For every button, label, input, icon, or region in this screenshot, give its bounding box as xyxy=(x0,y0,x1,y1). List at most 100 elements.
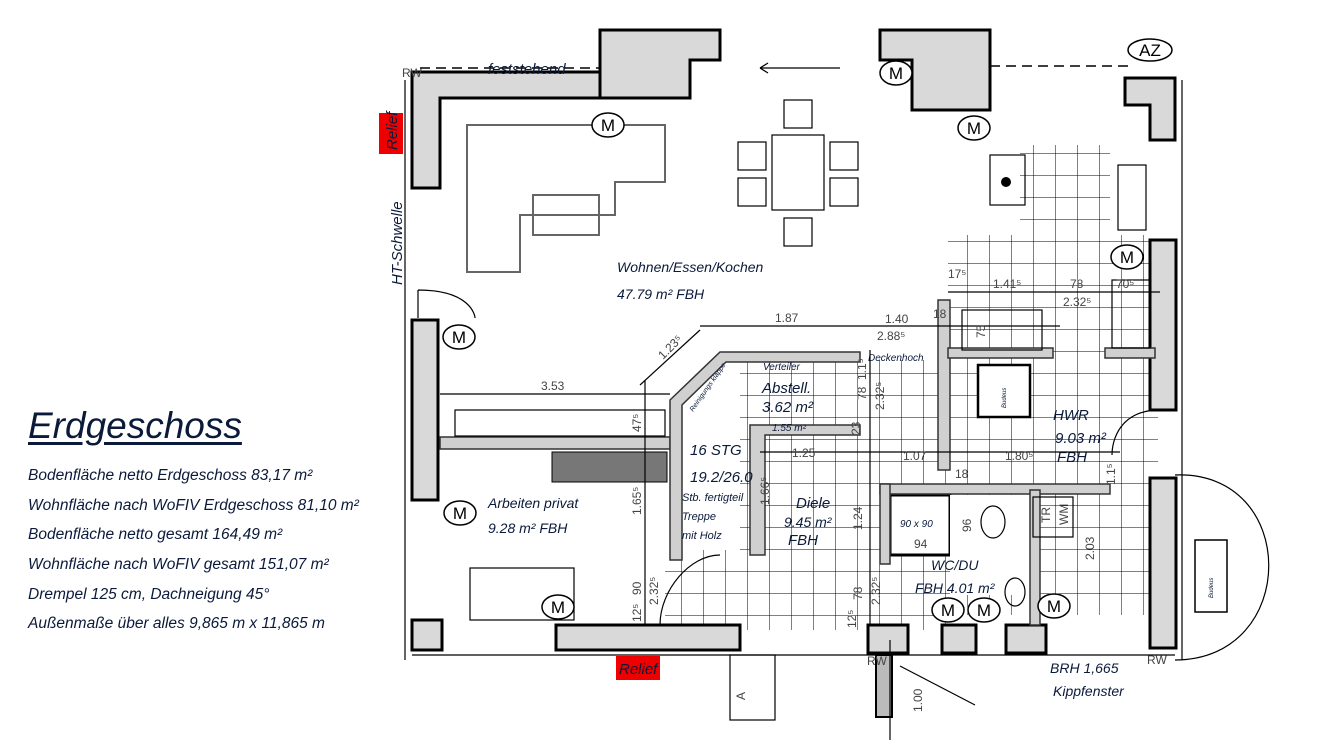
m-marker: M xyxy=(591,112,625,138)
tr-label: TR xyxy=(1039,507,1053,523)
interior-walls xyxy=(439,299,1156,626)
svg-text:M: M xyxy=(1120,248,1134,267)
relief-marker xyxy=(616,656,660,680)
room-subarea: 1.55 m² xyxy=(772,423,807,434)
deckenhoch-label: Deckenhoch xyxy=(868,353,924,364)
dim-label: 2.32⁵ xyxy=(647,577,661,605)
dim-label: 1.80⁵ xyxy=(1005,449,1033,463)
room-area: 3.62 m² xyxy=(762,399,814,416)
washer-box xyxy=(1032,496,1074,538)
dim-label: 1.07 xyxy=(903,449,927,463)
feststehend-label: feststehend xyxy=(488,61,566,78)
stair-steps: 16 STG xyxy=(690,442,742,459)
ht-schwelle-label: HT-Schwelle xyxy=(389,201,406,285)
dim-label: 70⁵ xyxy=(1116,277,1134,291)
dim-label: 78 xyxy=(855,386,869,400)
dim-label: 12⁵ xyxy=(845,610,859,628)
m-marker: M xyxy=(957,115,991,141)
dim-label: 1.1⁵ xyxy=(855,358,869,380)
shower-size: 90 x 90 xyxy=(900,519,933,530)
svg-text:M: M xyxy=(551,598,565,617)
m-marker: M xyxy=(879,60,913,86)
m-marker: M xyxy=(1110,244,1144,270)
stair-note: Stb. fertigteil xyxy=(682,492,744,504)
dim-label: 23 xyxy=(849,421,863,435)
rw-label: RW xyxy=(402,66,422,80)
legend-line: Drempel 125 cm, Dachneigung 45° xyxy=(28,585,270,603)
legend-line: Bodenfläche netto Erdgeschoss 83,17 m² xyxy=(28,467,313,484)
outdoor-unit xyxy=(1194,539,1228,613)
dim-label: 78 xyxy=(851,586,865,600)
room-area: FBH 4.01 m² xyxy=(915,580,996,596)
stair-ratio: 19.2/26.0 xyxy=(690,469,753,486)
svg-text:M: M xyxy=(967,119,981,138)
dim-label: 47⁵ xyxy=(630,414,644,432)
furniture xyxy=(417,62,1161,721)
room-area: 47.79 m² FBH xyxy=(617,286,705,302)
dim-label: 78 xyxy=(1070,277,1084,291)
budeus-label: Budeus xyxy=(1209,578,1215,598)
room-name: Diele xyxy=(796,495,830,512)
m-marker: M xyxy=(442,324,476,350)
rw-label: RW xyxy=(867,654,887,668)
room-name: Arbeiten privat xyxy=(487,495,579,511)
dim-label: 3.53 xyxy=(541,379,565,393)
m-markers: M M M M M M M M M M AZ xyxy=(442,38,1173,623)
tiled-floor xyxy=(665,145,1228,630)
rw-label: RW xyxy=(1147,653,1167,667)
relief-label: Relief xyxy=(619,661,659,678)
dim-label: 1.40 xyxy=(885,312,909,326)
dim-label: 1.1⁵ xyxy=(1104,463,1118,485)
brh-label: BRH 1,665 xyxy=(1050,660,1119,676)
dim-label: 17⁵ xyxy=(948,267,966,281)
svg-text:M: M xyxy=(889,64,903,83)
m-marker: M xyxy=(967,597,1001,623)
room-fbh: FBH xyxy=(1057,449,1087,466)
stair-note: Treppe xyxy=(682,511,716,523)
outer-walls xyxy=(404,28,1270,718)
room-name: Abstell. xyxy=(761,380,811,397)
dim-label: 2.32⁵ xyxy=(1063,295,1091,309)
svg-text:M: M xyxy=(601,116,615,135)
dim-label: 1.00 xyxy=(911,688,925,712)
m-marker: M xyxy=(931,597,965,623)
dim-label: 1.41⁵ xyxy=(993,277,1021,291)
dim-label: 1.25 xyxy=(792,446,816,460)
dim-label: 18 xyxy=(933,307,947,321)
relief-marker xyxy=(379,113,403,154)
dim-label: 2.88⁵ xyxy=(877,329,905,343)
dim-label: 90 xyxy=(630,581,644,595)
budeus-label: Budeus xyxy=(1002,388,1008,408)
svg-text:M: M xyxy=(977,601,991,620)
dim-label: 1.87 xyxy=(775,311,799,325)
relief-label: Relief xyxy=(384,110,401,150)
legend-line: Wohnfläche nach WoFIV Erdgeschoss 81,10 … xyxy=(28,496,359,514)
room-name: WC/DU xyxy=(931,557,979,573)
kippfenster-label: Kippfenster xyxy=(1053,683,1125,699)
svg-text:M: M xyxy=(453,504,467,523)
room-area: 9.03 m² xyxy=(1055,430,1107,447)
dim-label: 96 xyxy=(960,518,974,532)
dimension-lines: 1.87 1.40 2.88⁵ 18 1.23⁵ 3.53 47⁵ 1.65⁵ … xyxy=(440,267,1160,740)
svg-text:M: M xyxy=(941,601,955,620)
dim-label: 94 xyxy=(914,537,928,551)
dim-label: 12⁵ xyxy=(630,604,644,622)
m-marker: M xyxy=(443,500,477,526)
stair-note: mit Holz xyxy=(682,530,722,542)
dim-label: 18 xyxy=(955,467,969,481)
dim-label: 2.32⁵ xyxy=(873,382,887,410)
legend-line: Wohnfläche nach WoFIV gesamt 151,07 m² xyxy=(28,556,329,574)
room-area: 9.45 m² xyxy=(784,514,833,530)
dim-label: 2.32⁵ xyxy=(869,577,883,605)
svg-text:AZ: AZ xyxy=(1139,41,1161,60)
room-fbh: FBH xyxy=(788,532,818,549)
room-name: Wohnen/Essen/Kochen xyxy=(617,259,764,275)
wm-label: WM xyxy=(1057,504,1071,525)
m-marker: M xyxy=(1037,593,1071,619)
boiler xyxy=(976,363,1032,419)
svg-text:M: M xyxy=(1047,597,1061,616)
az-marker: AZ xyxy=(1127,38,1173,62)
a-label: A xyxy=(734,692,748,700)
dim-label: 1.24 xyxy=(851,506,865,530)
